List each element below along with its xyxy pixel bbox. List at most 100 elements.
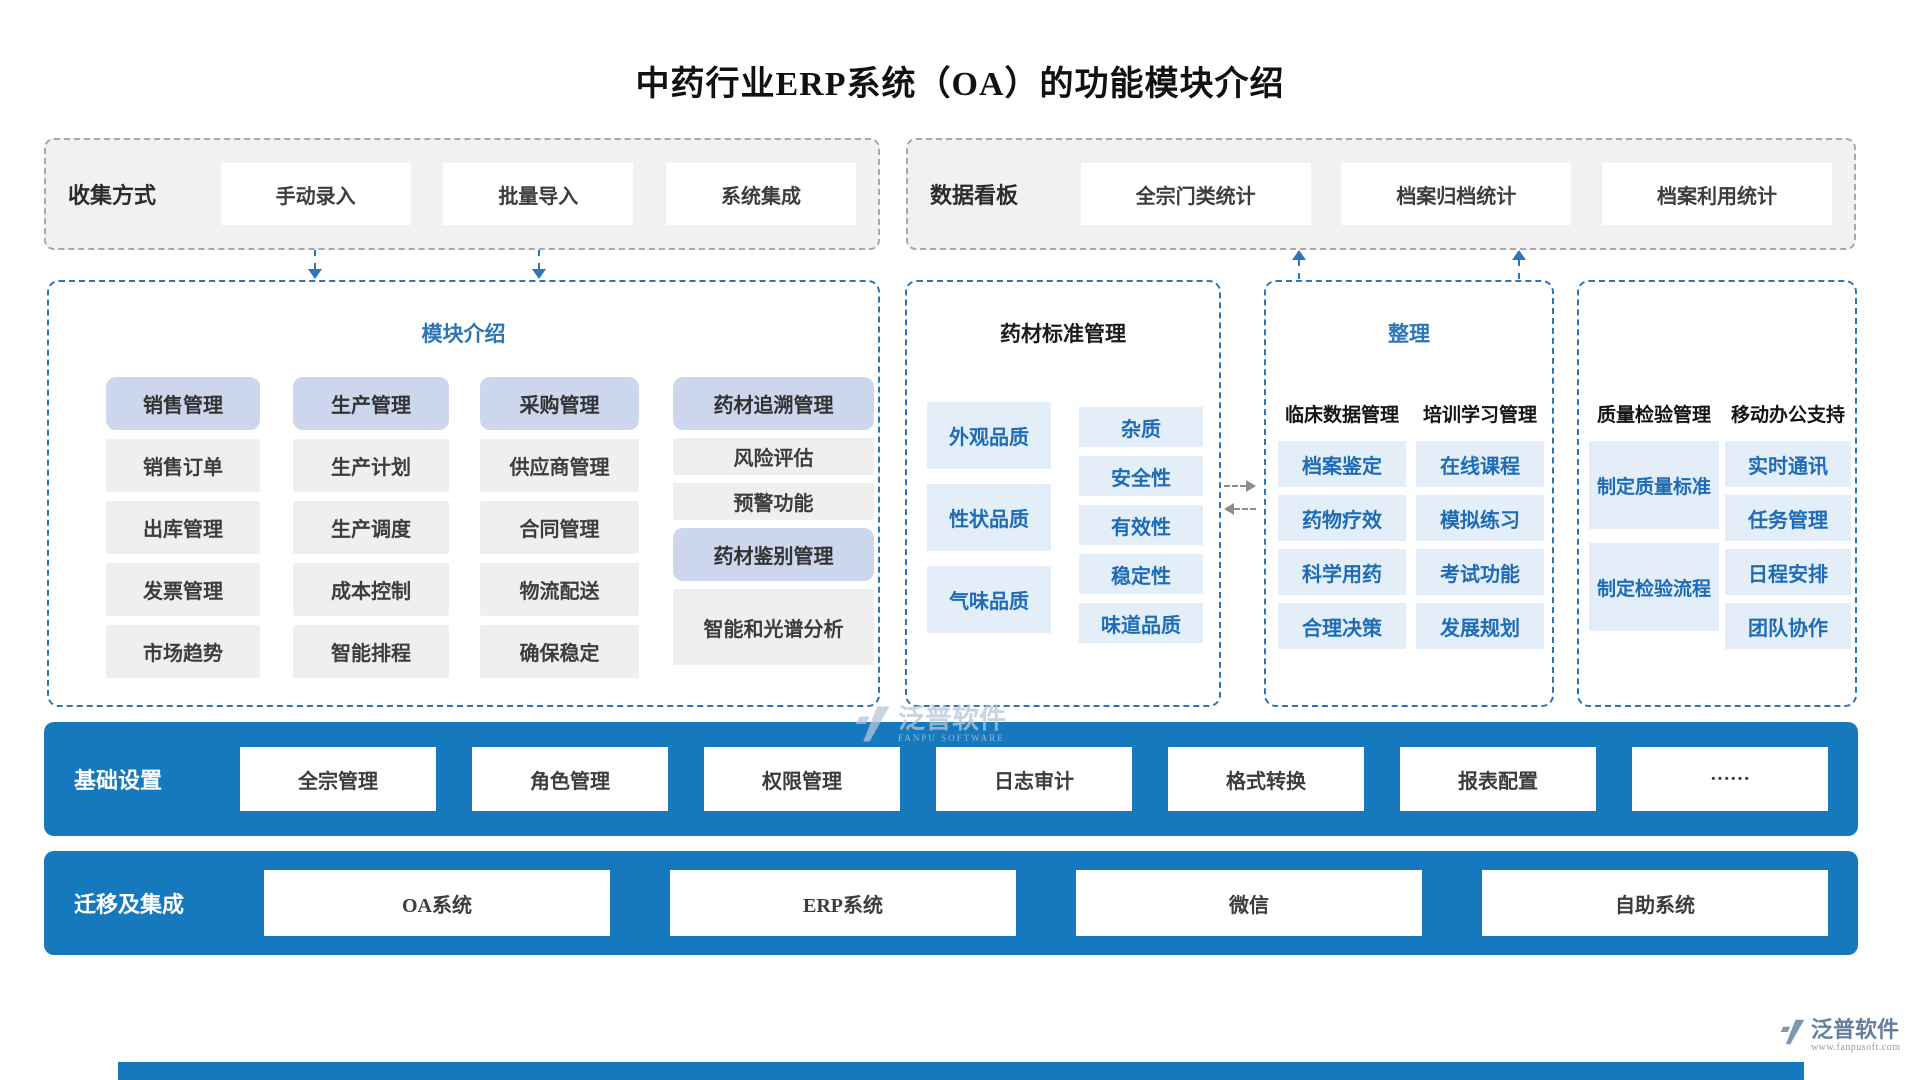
module-item: 智能排程: [293, 625, 449, 678]
brand-url: www.fanpusoft.com: [1811, 1042, 1901, 1054]
standards-right-column: 杂质 安全性 有效性 稳定性 味道品质: [1079, 407, 1203, 643]
standards-item: 味道品质: [1079, 603, 1203, 643]
standards-item: 性状品质: [927, 484, 1051, 551]
clinical-data-group: 临床数据管理 档案鉴定 药物疗效 科学用药 合理决策: [1278, 400, 1406, 649]
group-item: 考试功能: [1416, 549, 1544, 595]
footer-brand: 泛普软件 www.fanpusoft.com: [1778, 1017, 1901, 1054]
group-item: 在线课程: [1416, 441, 1544, 487]
group-header: 移动办公支持: [1730, 405, 1845, 426]
module-item: 预警功能: [673, 483, 874, 520]
module-item: 确保稳定: [480, 625, 639, 678]
brand-name: 泛普软件: [1811, 1017, 1900, 1042]
right-arrow-icon: [1224, 480, 1256, 492]
standards-item: 安全性: [1079, 456, 1203, 496]
dashboard-button-fond-stats: 全宗门类统计: [1080, 163, 1311, 225]
collection-button-batch: 批量导入: [443, 163, 634, 225]
collection-button-manual: 手动录入: [220, 163, 411, 225]
standards-item: 稳定性: [1079, 554, 1203, 594]
purchasing-column: 采购管理 供应商管理 合同管理 物流配送 确保稳定: [480, 377, 639, 678]
module-item: 市场趋势: [106, 625, 260, 678]
module-item: 出库管理: [106, 501, 260, 554]
group-item: 制定检验流程: [1589, 543, 1719, 631]
modules-title: 模块介绍: [421, 322, 506, 346]
bar-button-role-mgmt: 角色管理: [472, 747, 668, 811]
bar-button-self-service: 自助系统: [1482, 870, 1828, 936]
standards-item: 杂质: [1079, 407, 1203, 447]
group-item: 合理决策: [1278, 603, 1406, 649]
brand-name: 泛普软件: [898, 703, 1006, 734]
group-item: 发展规划: [1416, 603, 1544, 649]
mobile-office-group: 移动办公支持 实时通讯 任务管理 日程安排 团队协作: [1725, 400, 1851, 649]
module-item: 合同管理: [480, 501, 639, 554]
group-header: 质量检验管理: [1596, 405, 1711, 426]
group-item: 实时通讯: [1725, 441, 1851, 487]
modules-box: 模块介绍 销售管理 销售订单 出库管理 发票管理 市场趋势 生产管理 生产计划 …: [47, 280, 880, 707]
group-item: 模拟练习: [1416, 495, 1544, 541]
brand-watermark: 泛普软件 FANPU SOFTWARE: [852, 704, 1006, 744]
footer-strip: [118, 1062, 1804, 1080]
migration-bar: 迁移及集成 OA系统 ERP系统 微信 自助系统: [44, 851, 1858, 955]
bar-button-format-convert: 格式转换: [1168, 747, 1364, 811]
production-column: 生产管理 生产计划 生产调度 成本控制 智能排程: [293, 377, 449, 678]
module-item: 风险评估: [673, 438, 874, 475]
brand-logo-icon: [1780, 1019, 1805, 1045]
traceability-column: 药材追溯管理 风险评估 预警功能 药材鉴别管理 智能和光谱分析: [673, 377, 874, 665]
module-item: 供应商管理: [480, 439, 639, 492]
module-header: 药材追溯管理: [673, 377, 874, 430]
group-item: 团队协作: [1725, 603, 1851, 649]
bar-button-permission-mgmt: 权限管理: [704, 747, 900, 811]
organize-box: 整理 临床数据管理 档案鉴定 药物疗效 科学用药 合理决策 培训学习管理 在线课…: [1264, 280, 1554, 707]
standards-left-column: 外观品质 性状品质 气味品质: [927, 402, 1051, 633]
standards-item: 外观品质: [927, 402, 1051, 469]
bar-button-erp-system: ERP系统: [670, 870, 1016, 936]
collection-button-integration: 系统集成: [665, 163, 856, 225]
module-header: 销售管理: [106, 377, 260, 430]
bar-button-oa-system: OA系统: [264, 870, 610, 936]
bar-button-wechat: 微信: [1076, 870, 1422, 936]
module-item: 销售订单: [106, 439, 260, 492]
base-settings-label: 基础设置: [74, 768, 163, 793]
group-item: 药物疗效: [1278, 495, 1406, 541]
module-header: 生产管理: [293, 377, 449, 430]
module-item: 生产计划: [293, 439, 449, 492]
module-item: 智能和光谱分析: [673, 589, 874, 665]
group-header: 培训学习管理: [1422, 405, 1537, 426]
bar-button-fond-mgmt: 全宗管理: [240, 747, 436, 811]
standards-title: 药材标准管理: [1000, 322, 1126, 346]
module-item: 成本控制: [293, 563, 449, 616]
down-arrow-icon: [532, 250, 546, 280]
group-item: 档案鉴定: [1278, 441, 1406, 487]
bar-button-more: ······: [1632, 747, 1828, 811]
standards-box: 药材标准管理 外观品质 性状品质 气味品质 杂质 安全性 有效性 稳定性 味道品…: [905, 280, 1221, 707]
standards-item: 有效性: [1079, 505, 1203, 545]
dashboard-panel: 数据看板 全宗门类统计 档案归档统计 档案利用统计: [906, 138, 1856, 250]
page-title: 中药行业ERP系统（OA）的功能模块介绍: [635, 66, 1285, 103]
module-item: 物流配送: [480, 563, 639, 616]
bar-button-log-audit: 日志审计: [936, 747, 1132, 811]
down-arrow-icon: [308, 250, 322, 280]
group-item: 科学用药: [1278, 549, 1406, 595]
migration-label: 迁移及集成: [74, 892, 185, 917]
group-item: 日程安排: [1725, 549, 1851, 595]
collection-panel: 收集方式 手动录入 批量导入 系统集成: [44, 138, 880, 250]
up-arrow-icon: [1292, 250, 1306, 280]
bar-button-report-config: 报表配置: [1400, 747, 1596, 811]
quality-inspection-group: 质量检验管理 制定质量标准 制定检验流程: [1589, 400, 1719, 631]
dashboard-button-usage-stats: 档案利用统计: [1601, 163, 1832, 225]
standards-item: 气味品质: [927, 566, 1051, 633]
sales-column: 销售管理 销售订单 出库管理 发票管理 市场趋势: [106, 377, 260, 678]
brand-logo-icon: [855, 706, 890, 742]
training-group: 培训学习管理 在线课程 模拟练习 考试功能 发展规划: [1416, 400, 1544, 649]
base-settings-bar: 基础设置 全宗管理 角色管理 权限管理 日志审计 格式转换 报表配置 ·····…: [44, 722, 1858, 836]
module-header: 采购管理: [480, 377, 639, 430]
module-header: 药材鉴别管理: [673, 528, 874, 581]
brand-subtitle: FANPU SOFTWARE: [898, 732, 1005, 743]
group-header: 临床数据管理: [1284, 405, 1399, 426]
organize-title: 整理: [1388, 322, 1430, 346]
left-arrow-icon: [1224, 503, 1256, 515]
module-item: 生产调度: [293, 501, 449, 554]
group-item: 任务管理: [1725, 495, 1851, 541]
up-arrow-icon: [1512, 250, 1526, 280]
collection-label: 收集方式: [68, 183, 157, 208]
